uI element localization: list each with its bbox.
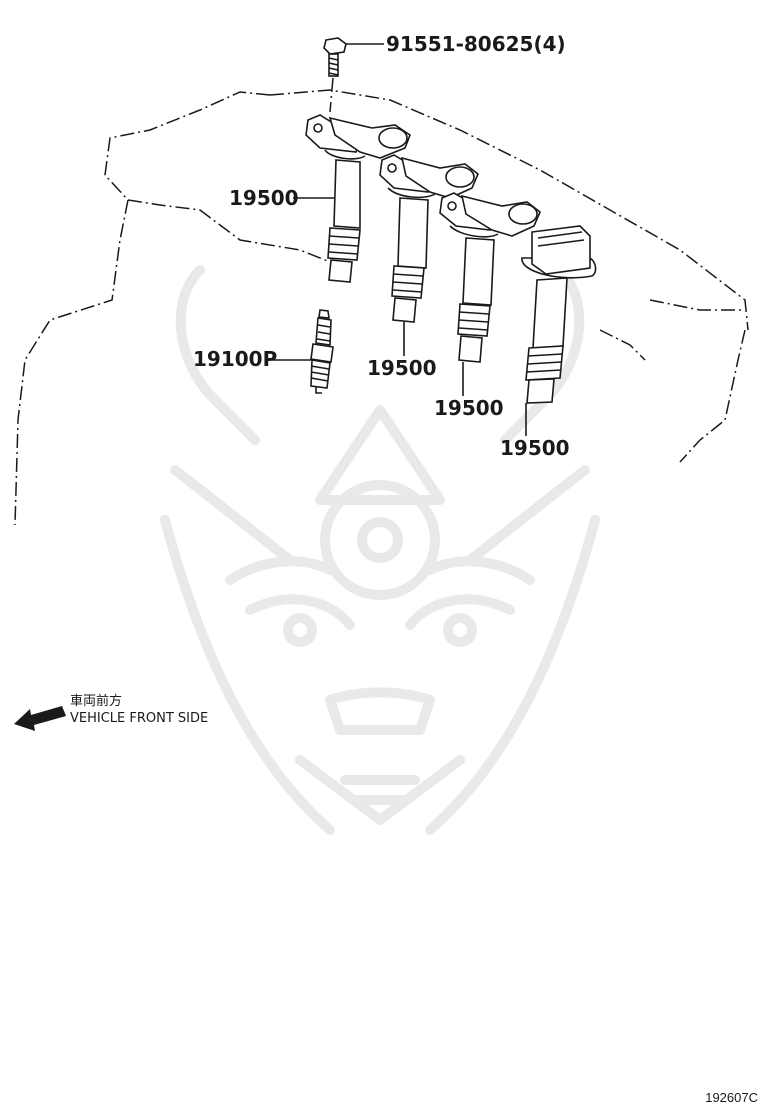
callout-bolt: 91551-80625(4) bbox=[386, 32, 566, 56]
callout-coil-3: 19500 bbox=[434, 396, 504, 420]
ignition-coil-3 bbox=[439, 192, 541, 363]
figure-code: 192607C bbox=[705, 1090, 758, 1105]
ignition-coil-4 bbox=[521, 225, 597, 404]
vehicle-front-indicator: 車両前方 VEHICLE FRONT SIDE bbox=[14, 693, 208, 731]
ignition-coil-1 bbox=[305, 114, 411, 283]
callout-coil-1: 19500 bbox=[229, 186, 299, 210]
direction-label-jp: 車両前方 bbox=[70, 693, 122, 709]
bolt-91551-80625 bbox=[323, 37, 347, 113]
callout-coil-2: 19500 bbox=[367, 356, 437, 380]
direction-label-en: VEHICLE FRONT SIDE bbox=[70, 711, 208, 726]
ignition-coil-2 bbox=[379, 154, 479, 323]
spark-plug-19100p bbox=[310, 309, 334, 394]
callout-spark-plug: 19100P bbox=[193, 347, 277, 371]
watermark-mask-logo bbox=[160, 265, 600, 835]
cylinder-head-outline bbox=[14, 89, 749, 526]
leader-lines bbox=[268, 43, 527, 436]
callout-coil-4: 19500 bbox=[500, 436, 570, 460]
direction-arrow-icon bbox=[14, 706, 66, 731]
